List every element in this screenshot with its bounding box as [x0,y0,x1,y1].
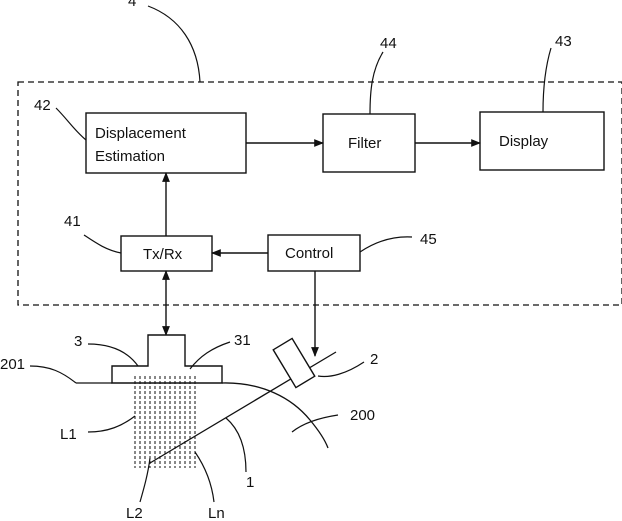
leader-system [148,6,200,82]
leader-control [360,237,412,252]
ref-txrx: 41 [64,213,81,230]
ref-needle: 1 [246,474,254,491]
leader-tissue [292,415,338,432]
ref-filter: 44 [380,35,397,52]
displacement-label-line1: Displacement [95,125,187,142]
display-label: Display [499,133,549,150]
leader-filter [370,52,383,114]
leader-probe-face [190,342,230,369]
leader-displacement [56,108,86,140]
needle-holder [273,338,315,387]
filter-label: Filter [348,135,381,152]
ref-probe-face: 31 [234,332,251,349]
ultrasound-probe [112,335,222,383]
leader-needle-holder [318,362,364,376]
control-label: Control [285,245,333,262]
ref-line-second: L2 [126,505,143,521]
ref-display: 43 [555,33,572,50]
leader-line-second [140,458,150,502]
filter-box: Filter [323,114,415,172]
ref-control: 45 [420,231,437,248]
ref-system: 4 [128,0,136,10]
leader-line-first [88,416,135,432]
leader-txrx [84,235,121,253]
leader-probe [88,344,138,366]
ref-line-last: Ln [208,505,225,521]
tissue-surface [76,383,328,448]
ref-surface: 201 [0,356,25,373]
ref-displacement: 42 [34,97,51,114]
displacement-estimation-box: Displacement Estimation [86,113,246,173]
ref-tissue: 200 [350,407,375,424]
txrx-label: Tx/Rx [143,246,183,263]
displacement-label-line2: Estimation [95,148,165,165]
txrx-box: Tx/Rx [121,236,212,271]
ref-needle-holder: 2 [370,351,378,368]
control-box: Control [268,235,360,271]
leader-needle [226,418,246,472]
leader-surface [30,366,76,383]
leader-line-last [195,452,214,502]
ref-probe: 3 [74,333,82,350]
leader-display [543,48,551,112]
ref-line-first: L1 [60,426,77,443]
display-box: Display [480,112,604,170]
